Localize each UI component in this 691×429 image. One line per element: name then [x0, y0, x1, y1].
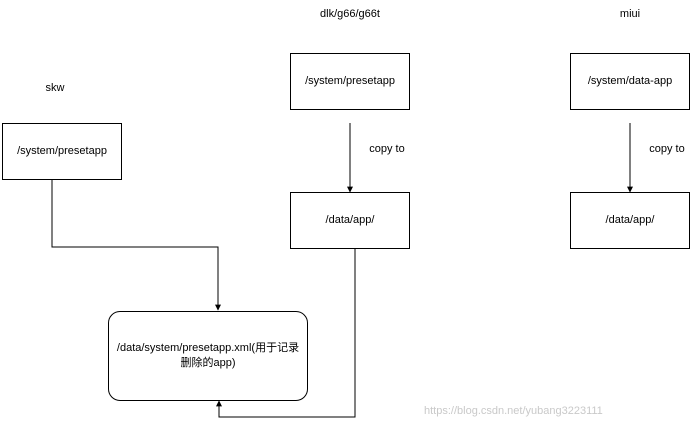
column-title-miui: miui [619, 8, 641, 20]
node-dlk-data-app[interactable]: /data/app/ [290, 192, 410, 249]
watermark: https://blog.csdn.net/yubang3223111 [424, 405, 603, 417]
node-dlk-presetapp[interactable]: /system/presetapp [290, 53, 410, 110]
node-miui-data-app-dest[interactable]: /data/app/ [570, 192, 690, 249]
edge-skw-preset-to-xml [51, 180, 221, 311]
node-skw-presetapp[interactable]: /system/presetapp [2, 123, 122, 180]
node-miui-data-app[interactable]: /system/data-app [570, 53, 690, 110]
edge-label-dlk-copy-to: copy to [357, 143, 417, 155]
node-presetapp-xml[interactable]: /data/system/presetapp.xml(用于记录删除的app) [108, 311, 308, 401]
column-title-skw: skw [45, 82, 65, 94]
edge-label-miui-copy-to: copy to [637, 143, 691, 155]
column-title-dlk: dlk/g66/g66t [320, 8, 380, 20]
